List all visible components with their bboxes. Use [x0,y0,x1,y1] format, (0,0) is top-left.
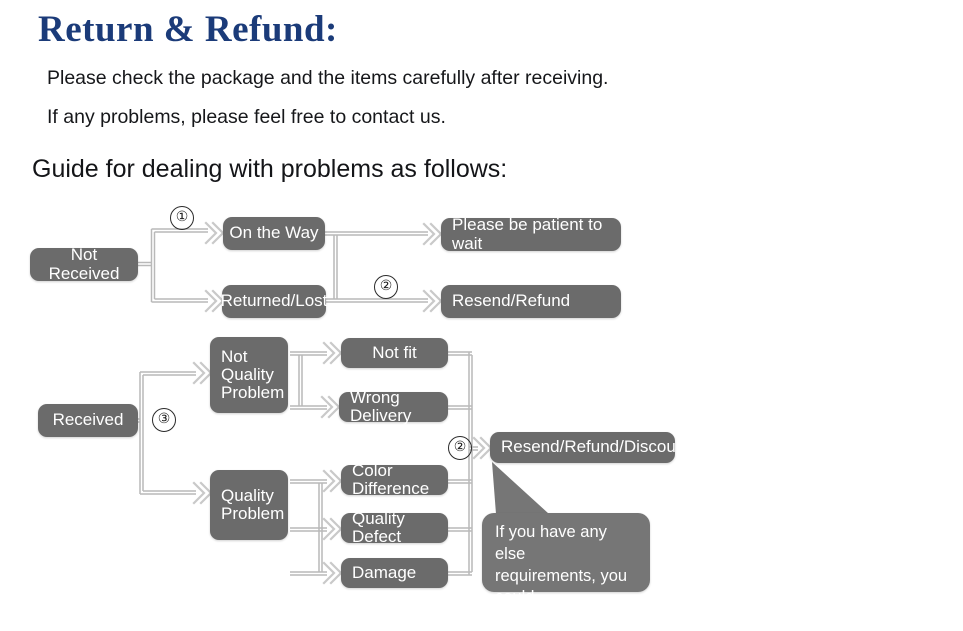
node-on-the-way[interactable]: On the Way [223,217,325,250]
arrowhead-not-fit [322,341,343,365]
node-please-be-patient[interactable]: Please be patient to wait [441,216,621,252]
arrowhead-quality [192,481,213,505]
node-not-received[interactable]: Not Received [30,246,138,282]
node-not-quality-problem[interactable]: Not Quality Problem [210,337,288,413]
arrowhead-damage [322,561,343,585]
node-returned-lost[interactable]: Returned/Lost [221,285,327,318]
arrowhead-on-the-way [204,221,225,245]
arrowhead-not-quality [192,361,213,385]
intro-line-1: Please check the package and the items c… [47,67,609,89]
node-wrong-delivery[interactable]: Wrong Delivery [339,388,448,425]
node-quality-problem[interactable]: Quality Problem [210,470,288,540]
guide-heading: Guide for dealing with problems as follo… [32,155,508,183]
marker-3: ③ [152,408,176,432]
connector-received-split [138,371,196,495]
return-refund-infographic: Return & Refund: Please check the packag… [30,9,690,628]
connector-reasons-to-resolution [448,351,478,576]
marker-2-top: ② [374,275,398,299]
node-color-difference[interactable]: Color Difference [341,461,448,498]
arrowhead-wrong-delivery [320,395,341,419]
node-resend-refund-discount[interactable]: Resend/Refund/Discount [490,432,690,463]
node-received[interactable]: Received [38,404,138,437]
connector-not-received-split [138,228,208,303]
node-quality-defect[interactable]: Quality Defect [341,509,448,546]
arrowhead-quality-defect [322,517,343,541]
marker-1: ① [170,206,194,230]
arrowhead-resend-refund [422,289,443,313]
node-resend-refund[interactable]: Resend/Refund [441,285,621,318]
page-title: Return & Refund: [38,9,338,50]
arrowhead-patient [422,222,443,246]
marker-2-bottom: ② [448,436,472,460]
intro-line-2: If any problems, please feel free to con… [47,106,446,128]
node-damage[interactable]: Damage [341,558,448,588]
connector-quality-branch [290,479,327,576]
callout-bubble: If you have any else requirements, you c… [482,513,650,628]
arrowhead-resolution [472,436,493,460]
node-not-fit[interactable]: Not fit [341,338,448,368]
arrowhead-color-difference [322,469,343,493]
connector-not-quality-branch [290,351,327,410]
